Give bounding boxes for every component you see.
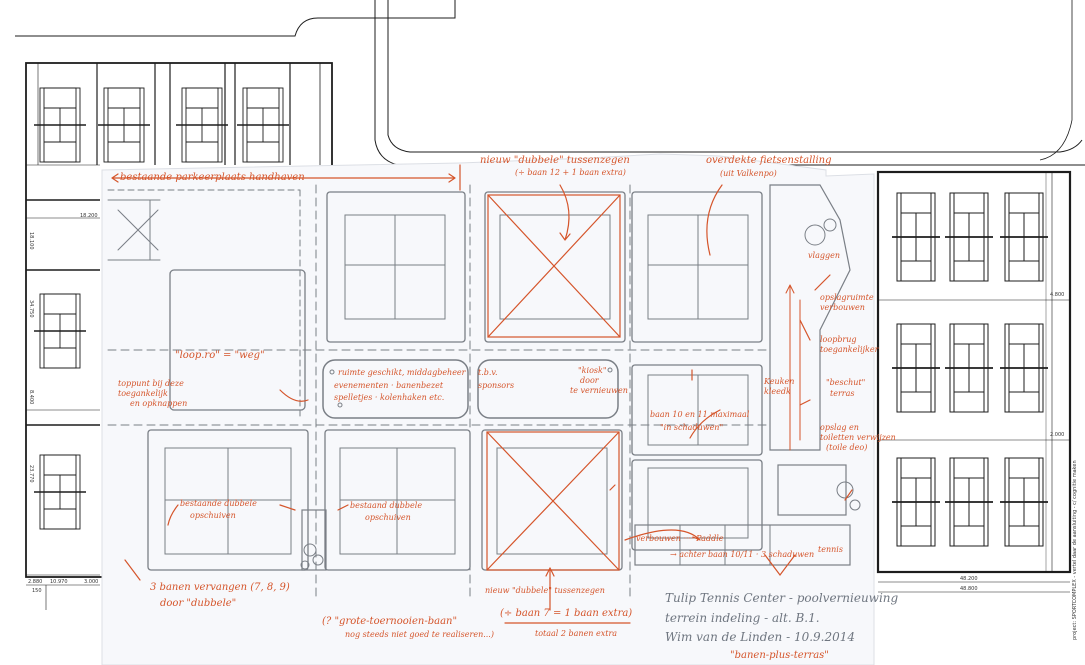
note-bottom-right-1: verbouwen ···· Paddle [636,534,724,543]
note-bottom-center-3: totaal 2 banen extra [535,629,617,638]
title-line-2: terrein indeling - alt. B.1. [665,611,820,625]
dim-label: 2.880 [28,579,42,585]
note-bottom-right-2: → achter baan 10/11 · 3 schaduwen [670,550,814,559]
note-bottom-right-3: tennis [818,545,843,554]
red-ink-marks [111,164,853,624]
cad-court [176,87,228,163]
pencil-layout [107,184,861,601]
note-mid2-2: opschuiven [365,513,411,522]
dim-label: 34.750 [28,300,34,318]
note-beschut-2: terras [830,389,854,398]
cad-court [34,87,86,163]
cad-court [237,87,289,163]
note-kiosk-3: te vernieuwen [570,386,628,395]
note-baan-1: baan 10 en 11 maximaal [650,410,750,419]
note-loopbrug-1: loopbrug [820,335,857,344]
dim-label: 2.000 [1050,432,1064,438]
road-outline [15,0,456,37]
note-right-1: opslag en [820,423,859,432]
note-opslag-1: opslagruimte [820,293,874,302]
note-toppunt-1: toppunt bij deze [118,379,184,388]
cad-court [892,457,940,547]
cad-court [945,323,993,413]
cad-court [945,192,993,282]
cad-court [892,323,940,413]
cad-dims-left: 18.200 10.970 3.000 2.880 150 18.100 34.… [28,213,98,594]
note-center-1: ruimte geschikt, middagbeheer [338,368,467,377]
dim-label: 8.400 [28,390,34,404]
title-line-4: "banen-plus-terras" [730,650,829,661]
cad-court [892,192,940,282]
note-kleedk-2: kleedk [764,387,791,396]
note-grote-2: nog steeds niet goed te realiseren...) [345,630,494,639]
note-top-center-1: nieuw "dubbele" tussenzegen [480,155,630,166]
sketch-sheet [101,153,875,665]
cad-court [1000,192,1048,282]
note-toppunt-2: toegankelijk [118,389,168,398]
road-outline-5 [1039,0,1073,161]
note-top-center-2: (÷ baan 12 + 1 baan extra) [515,168,626,177]
title-line-1: Tulip Tennis Center - poolvernieuwing [665,591,899,605]
note-bottom-left-1: 3 banen vervangen (7, 8, 9) [150,582,290,593]
dim-label: 10.970 [50,579,68,585]
sketch-paper [101,153,875,665]
note-left2-1: bestaande dubbele [180,499,257,508]
dim-label: 4.800 [1050,292,1064,298]
dim-label: 3.000 [84,579,98,585]
sketch-title-block: Tulip Tennis Center - poolvernieuwing te… [665,591,899,661]
note-toppunt-3: en opknappen [130,399,187,408]
note-kiosk-1: "kiosk" [578,366,607,375]
dim-label: 48.200 [960,576,978,582]
cad-court [945,457,993,547]
cad-court [98,87,150,163]
cad-complex-right [876,170,1072,593]
note-beschut-1: "beschut" [826,378,865,387]
note-top-right-1: overdekte fietsenstalling [706,155,832,166]
cad-side-note: project: SPORTCOMPLEX - vertel daar de a… [1072,460,1078,640]
cad-court [34,293,86,369]
road-outline-3 [387,0,1083,153]
note-top-right-2: (uit Valkenpo) [720,169,777,178]
dim-label: 18.100 [28,232,34,250]
note-loop: "loop.ro" = "weg" [175,350,265,361]
note-mid2-1: bestaand dubbele [350,501,422,510]
cad-courts-right [892,192,1048,547]
note-left2-2: opschuiven [190,511,236,520]
dim-label: 48.800 [960,586,978,592]
note-center-5: sponsors [478,381,514,390]
note-center-3: spelletjes · kolenhaken etc. [334,393,444,402]
note-bottom-center-1: nieuw "dubbele" tussenzegen [485,586,605,595]
cad-courts-left [34,87,289,530]
cad-court [1000,323,1048,413]
note-opslag-2: verbouwen [820,303,865,312]
note-grote-1: (? "grote-toernooien-baan" [322,616,457,627]
note-kleedk-1: Keuken [763,377,794,386]
note-loopbrug-2: toegankelijker [820,345,880,354]
note-baan-2: "in schaduwen" [660,423,723,432]
cad-court [1000,457,1048,547]
note-bottom-left-2: door "dubbele" [160,598,236,609]
dim-label: 23.770 [28,465,34,483]
note-right-3: (toile deo) [826,443,867,452]
note-kiosk-2: door [580,376,600,385]
note-right-2: toiletten verwijzen [820,433,896,442]
note-vlaggen: vlaggen [808,251,840,260]
road-outline-2 [374,0,1085,166]
cad-court [34,454,86,530]
note-bottom-center-2: (÷ baan 7 = 1 baan extra) [500,608,632,619]
title-line-3: Wim van de Linden - 10.9.2014 [665,630,855,644]
note-parking: bestaande parkeerplaats handhaven [120,172,305,183]
sketch-annotations: bestaande parkeerplaats handhaven nieuw … [118,155,896,639]
note-center-4: t.b.v. [478,368,498,377]
dim-label: 18.200 [80,213,98,219]
note-center-2: evenementen · banenbezet [334,381,444,390]
dim-label: 150 [32,588,42,594]
cad-dims-right: 48.200 48.800 4.800 2.000 project: SPORT… [960,292,1078,640]
